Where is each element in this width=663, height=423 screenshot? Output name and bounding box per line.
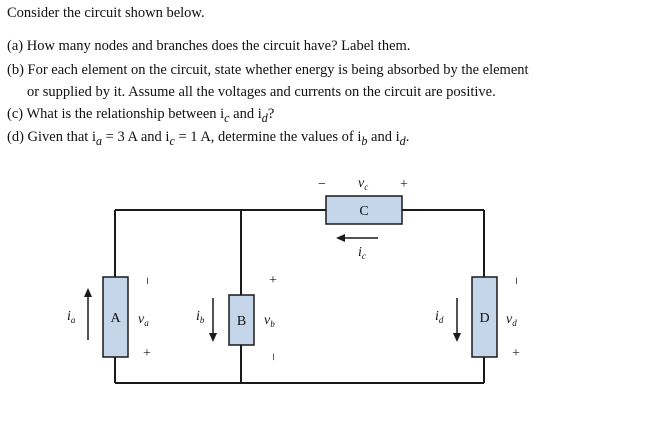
ic-label: ic [358, 245, 366, 261]
question-d-end: . [405, 129, 410, 145]
vd-label: vd [506, 312, 517, 328]
ia-label-sub: a [71, 315, 76, 325]
vd-label-main: v [506, 312, 513, 327]
element-d-label: D [479, 311, 489, 326]
ib-label: ib [196, 309, 205, 325]
question-d-sub1: a [96, 133, 103, 148]
va-minus-sign: − [139, 277, 154, 285]
question-c-sub2: d [261, 110, 268, 125]
vc-label: vc [358, 176, 368, 192]
ic-label-main: i [358, 245, 362, 260]
element-d-box [471, 276, 498, 358]
vb-label-main: v [264, 313, 271, 328]
question-b-line2: or supplied by it. Assume all the voltag… [27, 84, 496, 100]
question-d-sub2: c [169, 133, 175, 148]
vb-minus-sign: − [265, 353, 280, 361]
element-a-label: A [110, 311, 121, 326]
id-arrow-head [453, 333, 461, 342]
circuit-wires [114, 209, 485, 384]
vb-plus-sign: + [269, 273, 277, 288]
ib-label-sub: b [200, 315, 205, 325]
question-b-line1: (b) For each element on the circuit, sta… [7, 62, 529, 78]
ib-arrow-head [209, 333, 217, 342]
question-c-text: (c) What is the relationship between i [7, 106, 225, 122]
va-plus-sign: + [143, 346, 151, 361]
va-label: va [138, 312, 149, 328]
element-b-box [228, 294, 255, 346]
question-d-mid2: = 1 A, determine the values of i [174, 129, 362, 145]
element-c-box [325, 195, 403, 225]
vc-label-sub: c [364, 182, 368, 192]
question-d: (d) Given that ia = 3 A and ic = 1 A, de… [7, 129, 409, 149]
element-c-label: C [359, 204, 368, 219]
question-c-end: ? [267, 106, 275, 122]
id-label-sub: d [439, 315, 444, 325]
ia-label-main: i [67, 309, 71, 324]
element-b-label: B [237, 314, 246, 329]
question-a: (a) How many nodes and branches does the… [7, 38, 411, 54]
vb-label-sub: b [270, 319, 275, 329]
ia-arrow-head [84, 288, 92, 297]
intro-text: Consider the circuit shown below. [7, 5, 205, 21]
question-d-sub3: b [361, 133, 368, 148]
element-a-box [102, 276, 129, 358]
ia-label: ia [67, 309, 76, 325]
vd-minus-sign: − [508, 277, 523, 285]
va-label-main: v [138, 312, 145, 327]
question-d-text: (d) Given that i [7, 129, 96, 145]
vd-plus-sign: + [512, 346, 520, 361]
question-c-sub1: c [224, 110, 230, 125]
ib-label-main: i [196, 309, 200, 324]
vc-plus-sign: + [400, 177, 408, 192]
vb-label: vb [264, 313, 275, 329]
ic-label-sub: c [362, 251, 366, 261]
question-d-mid1: = 3 A and i [102, 129, 170, 145]
question-d-sub4: d [399, 133, 406, 148]
vc-label-main: v [358, 176, 365, 191]
vd-label-sub: d [512, 318, 517, 328]
va-label-sub: a [144, 318, 149, 328]
question-c-mid: and i [229, 106, 262, 122]
vc-minus-sign: − [318, 177, 326, 192]
ic-arrow-head [336, 234, 345, 242]
question-d-mid3: and i [367, 129, 400, 145]
id-label-main: i [435, 309, 439, 324]
question-c: (c) What is the relationship between ic … [7, 106, 274, 126]
id-label: id [435, 309, 444, 325]
